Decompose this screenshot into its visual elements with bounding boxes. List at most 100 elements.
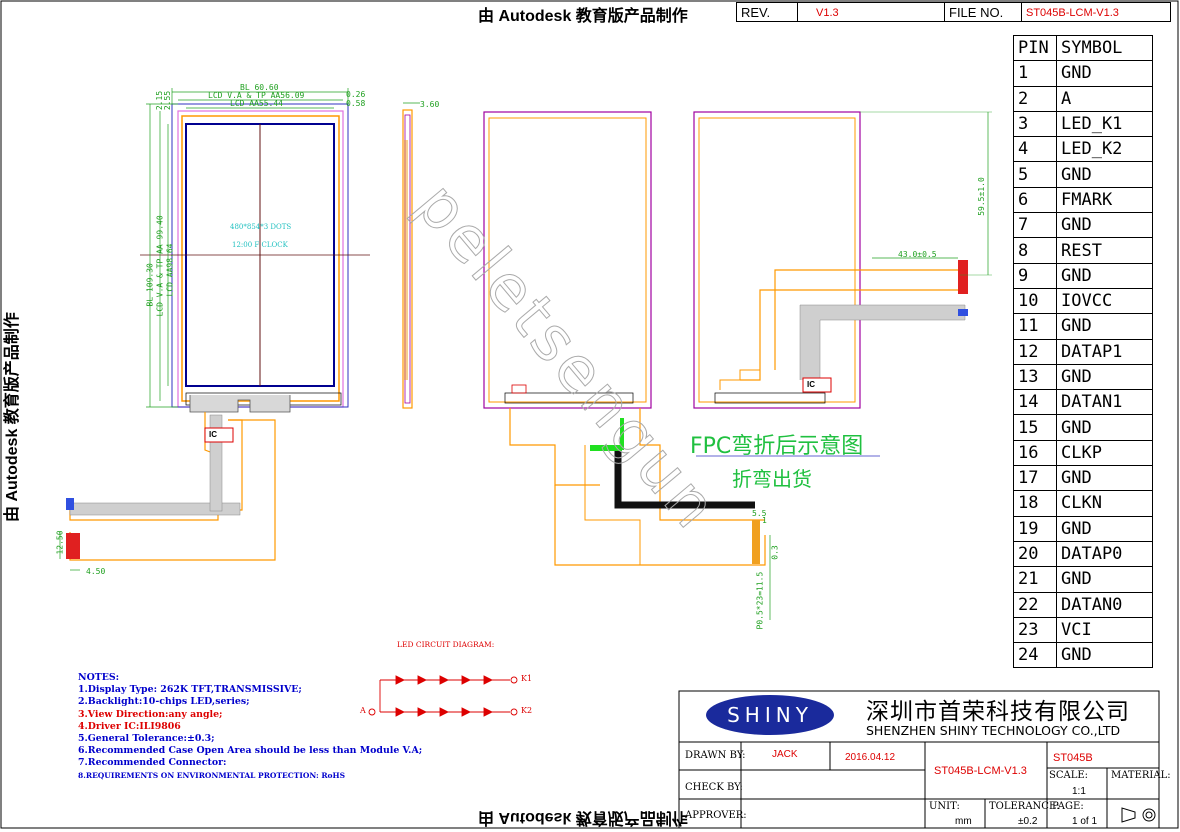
pin-symbol: DATAP0 [1056,540,1153,568]
symbol-header: SYMBOL [1056,34,1153,62]
bottom-watermark: 由 Autodesk 教育版产品制作 [478,809,688,826]
led-k1-label: K1 [521,674,533,683]
led-k2-label: K2 [521,706,533,715]
pin-number: 21 [1013,566,1057,593]
dim-fpc-595: 59.5±1.0 [976,177,986,216]
note-8: 8.REQUIREMENTS ON ENVIRONMENTAL PROTECTI… [78,770,346,780]
pin-symbol: GND [1056,313,1153,340]
pin-number: 7 [1013,212,1057,239]
pin-symbol: GND [1056,515,1153,542]
pin-number: 2 [1013,85,1057,112]
dim-bl-width: BL 60.60 [240,83,279,92]
rev-value: V1.3 [797,2,945,22]
model-name: ST045B [1053,752,1093,764]
note-5: 5.General Tolerance:±0.3; [78,733,215,745]
dim-lcd-va-tp: LCD V.A & TP AA56.09 [208,91,305,100]
ic-label-back: IC [807,380,815,389]
back-view-middle [483,111,771,620]
dim-026: 0.26 [346,90,366,99]
screen-dots-label: 480*854*3 DOTS [230,223,292,231]
pin-number: 9 [1013,262,1057,289]
dim-fpc-430: 43.0±0.5 [898,250,937,259]
title-block-lines [678,690,1160,829]
pin-number: 19 [1013,515,1057,542]
header-watermark: 由 Autodesk 教育版产品制作 [478,8,688,25]
file-label: FILE NO. [944,2,1022,22]
pin-number: 13 [1013,363,1057,391]
pin-symbol: CLKN [1056,490,1153,517]
ic-label-front: IC [209,430,217,439]
pin-symbol: CLKP [1056,439,1153,467]
unit-label: UNIT: [929,801,960,812]
pin-number: 3 [1013,110,1057,138]
file-value: ST045B-LCM-V1.3 [1021,2,1171,22]
tolerance-value: ±0.2 [1018,816,1038,827]
pin-symbol: GND [1056,642,1153,669]
pin-symbol: DATAN0 [1056,591,1153,618]
pin-number: 20 [1013,540,1057,568]
dim-450: 4.50 [86,567,106,576]
pin-number: 4 [1013,136,1057,163]
pin-number: 14 [1013,389,1057,416]
shiny-logo [706,695,834,735]
part-name: ST045B-LCM-V1.3 [934,765,1027,777]
note-6: 6.Recommended Case Open Area should be l… [78,745,423,757]
pin-symbol: LED_K1 [1056,110,1153,138]
dim-lcd-aa-h: LCD AA98.64 [165,243,175,297]
dim-lcd-aa: LCD AA55.44 [230,99,283,108]
pin-number: 12 [1013,338,1057,365]
rev-label: REV. [736,2,798,22]
led-diagram-title: LED CIRCUIT DIAGRAM: [397,640,495,649]
note-1: 1.Display Type: 262K TFT,TRANSMISSIVE; [78,684,302,696]
pin-symbol: VCI [1056,616,1153,644]
pin-table-header: PIN SYMBOL [1013,34,1153,62]
notes-title: NOTES: [78,672,120,683]
notes-block: NOTES: 1.Display Type: 262K TFT,TRANSMIS… [78,672,422,782]
dim-03: 0.3 [770,545,780,560]
material-label: MATERIAL: [1111,770,1171,781]
front-view [59,88,370,571]
note-3: 3.View Direction:any angle; [78,708,223,720]
fpc-note-line1: FPC弯折后示意图 [690,434,864,459]
dim-1250: 12.50 [55,530,65,555]
drawn-by-label: DRAWN BY: [685,750,746,761]
page-label: PAGE: [1052,801,1084,812]
side-watermark: 由 Autodesk 教育版产品制作 [4,312,21,522]
scale-value: 1:1 [1072,786,1086,797]
company-name-cn: 深圳市首荣科技有限公司 [866,699,1130,725]
page-value: 1 of 1 [1072,816,1098,827]
led-a-label: A [360,706,366,715]
pin-symbol: GND [1056,465,1153,492]
scale-label: SCALE: [1049,770,1089,781]
check-by-label: CHECK BY: [685,782,743,793]
pin-symbol: GND [1056,414,1153,441]
drawn-by-value: JACK [772,749,798,760]
logo-text: SHINY [727,703,813,727]
pin-symbol: A [1056,85,1153,112]
company-name-en: SHENZHEN SHINY TECHNOLOGY CO.,LTD [866,723,1121,738]
pin-number: 23 [1013,616,1057,644]
pin-symbol: IOVCC [1056,287,1153,315]
led-circuit-diagram [368,675,518,717]
unit-value: mm [955,816,972,827]
pin-number: 1 [1013,60,1057,87]
approver-label: APPROVER: [685,810,747,821]
drawn-date: 2016.04.12 [845,752,896,763]
note-4: 4.Driver IC:ILI9806 [78,720,181,732]
dim-pitch: P0.5*23=11.5 [755,571,765,630]
pin-number: 10 [1013,287,1057,315]
